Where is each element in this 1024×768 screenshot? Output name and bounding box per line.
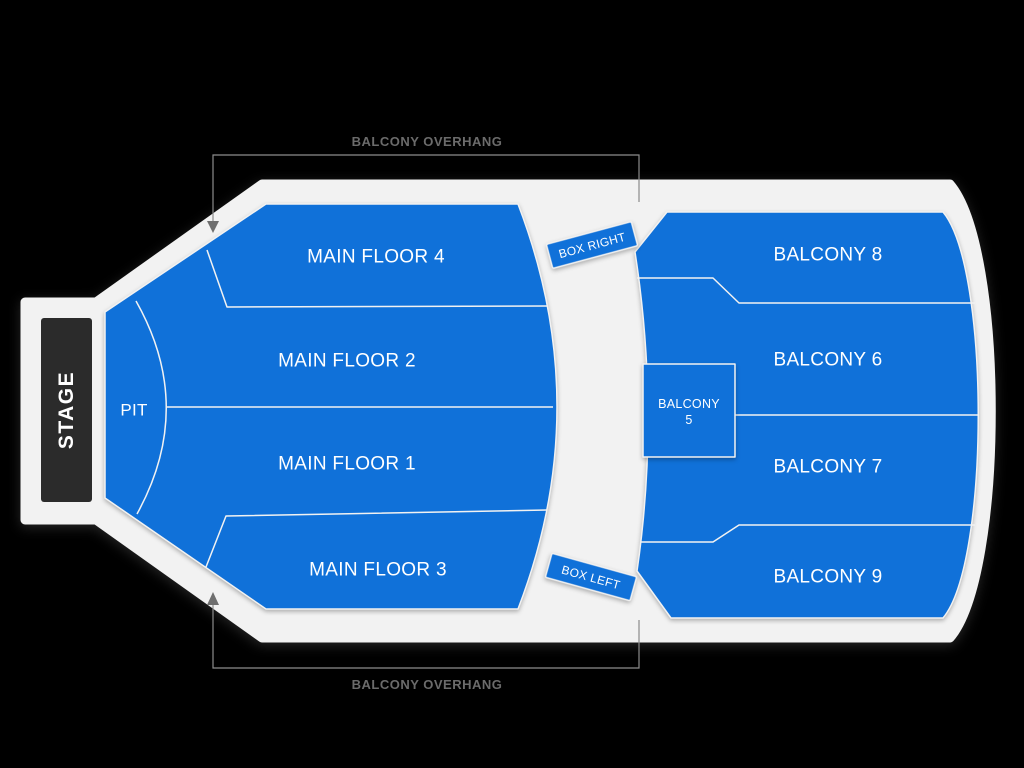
section-label-main-floor-4[interactable]: MAIN FLOOR 4 (307, 247, 445, 268)
balcony-overhang-bottom-bracket (212, 604, 640, 669)
section-label-balcony-9[interactable]: BALCONY 9 (773, 567, 882, 588)
main-floor-4-2-divider (206, 249, 548, 308)
section-label-balcony-6[interactable]: BALCONY 6 (773, 350, 882, 371)
balcony-overhang-bottom-label: BALCONY OVERHANG (352, 677, 503, 692)
stage-block (41, 318, 92, 502)
stage-label: STAGE (55, 371, 78, 449)
balcony-overhang-top: BALCONY OVERHANG (207, 134, 640, 233)
stage: STAGE (41, 318, 92, 502)
box-right-shape[interactable] (545, 221, 639, 269)
box-left-shape[interactable] (544, 552, 638, 602)
balcony-block: BALCONY 8 BALCONY 6 BALCONY 7 BALCONY 9 … (634, 211, 979, 619)
main-floor-block: PIT MAIN FLOOR 4 MAIN FLOOR 2 MAIN FLOOR… (104, 203, 558, 610)
section-label-balcony-8[interactable]: BALCONY 8 (773, 245, 882, 266)
balcony-overhang-top-arrow-icon (207, 221, 219, 233)
balcony-5-box[interactable] (642, 363, 736, 458)
section-label-main-floor-2[interactable]: MAIN FLOOR 2 (278, 351, 416, 372)
section-label-pit[interactable]: PIT (120, 401, 147, 420)
balcony-8-6-divider (637, 277, 975, 304)
section-label-main-floor-3[interactable]: MAIN FLOOR 3 (309, 560, 447, 581)
section-label-balcony-5-line1[interactable]: BALCONY (658, 397, 720, 411)
balcony-7-9-divider (641, 524, 975, 543)
balcony-overhang-top-bracket (212, 154, 640, 222)
balcony-overhang-top-label: BALCONY OVERHANG (352, 134, 503, 149)
section-label-main-floor-1[interactable]: MAIN FLOOR 1 (278, 454, 416, 475)
section-label-balcony-5-line2[interactable]: 5 (685, 413, 692, 427)
main-floor-1-3-divider (205, 509, 548, 568)
section-label-balcony-7[interactable]: BALCONY 7 (773, 457, 882, 478)
balcony-overhang-bottom-arrow-icon (207, 592, 219, 605)
balcony-overhang-bottom: BALCONY OVERHANG (207, 592, 640, 692)
